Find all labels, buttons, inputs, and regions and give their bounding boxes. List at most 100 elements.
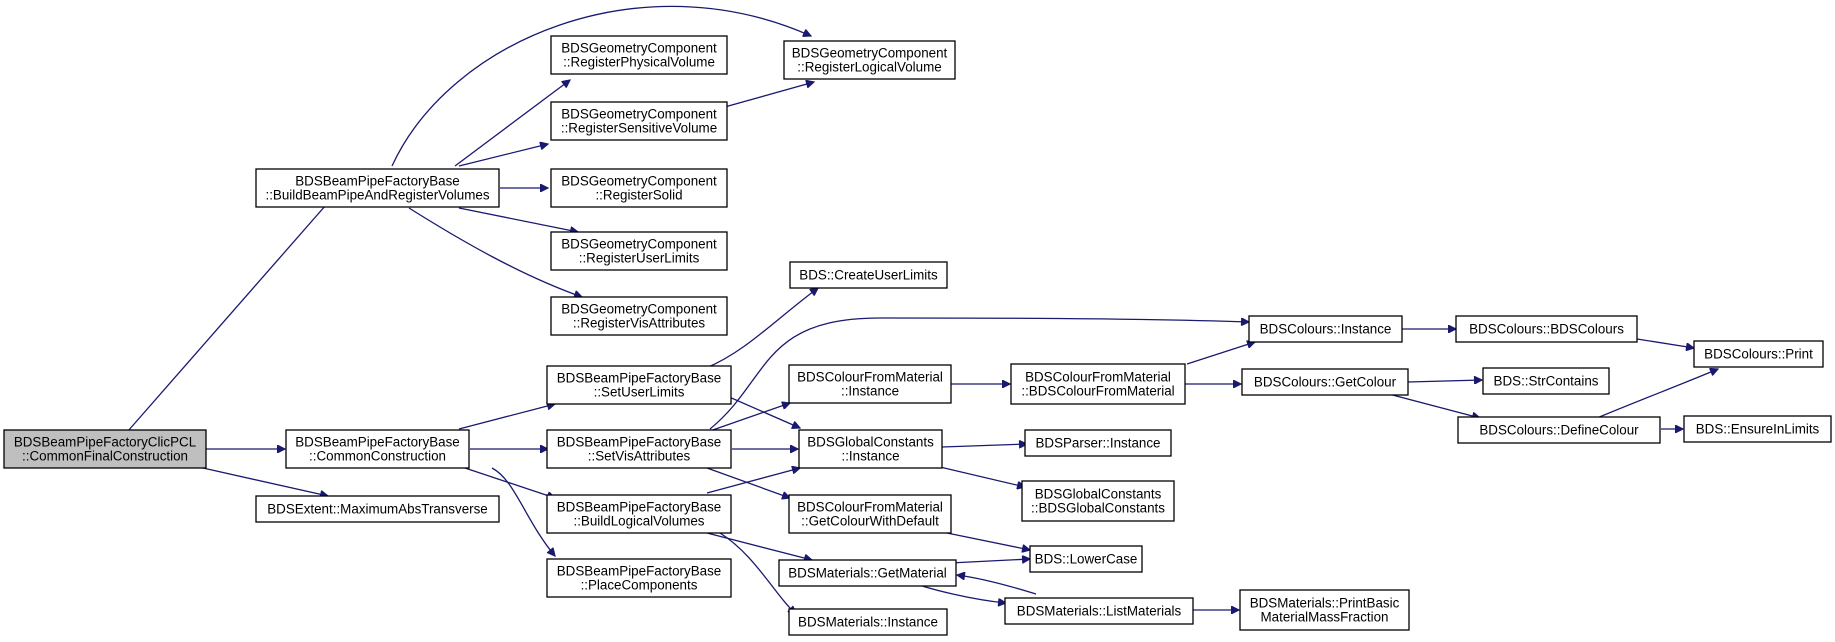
node-bds-ensureinlimits[interactable]: BDS::EnsureInLimits — [1683, 415, 1832, 443]
node-bdsmaterials-getmaterial[interactable]: BDSMaterials::GetMaterial — [778, 559, 957, 587]
edge-n12-n18 — [706, 532, 812, 560]
node-label-line: BDSParser::Instance — [1035, 436, 1160, 451]
node-registervisattributes[interactable]: BDSGeometryComponent::RegisterVisAttribu… — [550, 296, 728, 336]
node-label-line: BDSGlobalConstants — [1035, 487, 1162, 502]
node-label-line: BDSGeometryComponent — [561, 107, 717, 122]
edge-n12-n19 — [719, 532, 796, 614]
node-setvisattributes[interactable]: BDSBeamPipeFactoryBase::SetVisAttributes — [546, 429, 732, 469]
edge-n10-n14 — [705, 288, 818, 369]
node-label-line: BDSMaterials::Instance — [798, 615, 938, 630]
edge-n1-n4 — [454, 80, 570, 167]
node-commonconstruction[interactable]: BDSBeamPipeFactoryBase::CommonConstructi… — [285, 429, 470, 469]
node-bdscolourfrommaterial-instance[interactable]: BDSColourFromMaterial::Instance — [788, 364, 952, 404]
node-bdsglobalconstants-bdsglobalconstants[interactable]: BDSGlobalConstants::BDSGlobalConstants — [1021, 480, 1175, 522]
node-label-line: ::Instance — [841, 384, 899, 399]
node-label-line: BDSBeamPipeFactoryBase — [295, 174, 459, 189]
node-label-line: ::RegisterLogicalVolume — [797, 60, 941, 75]
edge-n0-n1 — [127, 173, 354, 432]
node-label-line: BDSMaterials::GetMaterial — [788, 566, 947, 581]
node-label-line: BDSBeamPipeFactoryBase — [557, 500, 721, 515]
edge-n28-n31 — [1636, 338, 1694, 348]
edge-n30-n31 — [1596, 369, 1718, 419]
node-bds-lowercase[interactable]: BDS::LowerCase — [1029, 545, 1143, 573]
edge-n26-n29 — [1407, 380, 1482, 382]
node-label-line: ::CommonConstruction — [309, 449, 446, 464]
node-label-line: BDSColours::Print — [1704, 347, 1813, 362]
node-label-line: ::BuildLogicalVolumes — [573, 514, 704, 529]
node-label-line: ::BuildBeamPipeAndRegisterVolumes — [265, 188, 489, 203]
node-label-line: BDSColourFromMaterial — [797, 370, 943, 385]
node-label-line: BDSBeamPipeFactoryBase — [557, 564, 721, 579]
node-bdsmaterials-printbasicmaterialmassfraction[interactable]: BDSMaterials::PrintBasicMaterialMassFrac… — [1239, 589, 1410, 631]
node-bds-strcontains[interactable]: BDS::StrContains — [1482, 367, 1610, 395]
edge-n24-n18 — [957, 575, 1037, 595]
node-label-line: ::RegisterPhysicalVolume — [563, 55, 715, 70]
edge-n1-n9 — [391, 5, 811, 167]
edge-n16-n22 — [939, 466, 1025, 487]
node-label-line: BDSExtent::MaximumAbsTransverse — [267, 502, 488, 517]
node-label-line: ::BDSGlobalConstants — [1031, 501, 1165, 516]
edge-n2-n10 — [458, 404, 555, 430]
edge-n1-n7 — [458, 207, 578, 232]
node-label-line: BDSColours::BDSColours — [1469, 322, 1624, 337]
node-bdsmaterials-listmaterials[interactable]: BDSMaterials::ListMaterials — [1004, 597, 1194, 625]
edge-n11-n25 — [709, 317, 1249, 430]
node-label-line: BDS::CreateUserLimits — [799, 268, 938, 283]
node-getcolourwithdefault[interactable]: BDSColourFromMaterial::GetColourWithDefa… — [788, 494, 952, 534]
node-label-line: BDSBeamPipeFactoryClicPCL — [14, 435, 196, 450]
node-bds-createuserlimits[interactable]: BDS::CreateUserLimits — [789, 261, 948, 289]
edge-n11-n17 — [706, 467, 790, 498]
node-bdsparser-instance[interactable]: BDSParser::Instance — [1024, 429, 1172, 457]
node-setuserlimits[interactable]: BDSBeamPipeFactoryBase::SetUserLimits — [546, 365, 732, 405]
node-bdsmaterials-instance[interactable]: BDSMaterials::Instance — [788, 608, 948, 636]
node-bdsglobalconstants-instance[interactable]: BDSGlobalConstants::Instance — [798, 429, 943, 469]
node-buildbeampipeandregistervolumes[interactable]: BDSBeamPipeFactoryBase::BuildBeamPipeAnd… — [255, 168, 500, 208]
node-placecomponents[interactable]: BDSBeamPipeFactoryBase::PlaceComponents — [546, 558, 732, 598]
node-bdscolours-bdscolours[interactable]: BDSColours::BDSColours — [1455, 315, 1638, 343]
edge-n16-n21 — [941, 444, 1027, 447]
node-label-line: ::SetVisAttributes — [588, 449, 691, 464]
edge-n11-n15 — [706, 403, 790, 433]
node-label-line: BDS::EnsureInLimits — [1696, 422, 1820, 437]
node-label-line: BDSColourFromMaterial — [1025, 370, 1171, 385]
edge-n1-n5 — [458, 144, 548, 167]
edge-n2-n13 — [491, 467, 555, 556]
node-label-line: ::RegisterSensitiveVolume — [561, 121, 717, 136]
node-label-line: ::RegisterSolid — [595, 188, 682, 203]
node-bdscolours-getcolour[interactable]: BDSColours::GetColour — [1241, 368, 1409, 396]
node-registersolid[interactable]: BDSGeometryComponent::RegisterSolid — [550, 168, 728, 208]
node-label-line: ::SetUserLimits — [594, 385, 685, 400]
edge-n26-n30 — [1384, 392, 1480, 418]
node-label-line: ::CommonFinalConstruction — [22, 449, 188, 464]
edge-n2-n12 — [464, 467, 555, 498]
node-bdscolourfrommaterial-bdscolourfrommaterial[interactable]: BDSColourFromMaterial::BDSColourFromMate… — [1010, 363, 1186, 405]
node-registersensitivevolume[interactable]: BDSGeometryComponent::RegisterSensitiveV… — [550, 101, 728, 141]
edge-n18-n23 — [949, 559, 1030, 564]
node-label-line: BDS::StrContains — [1494, 374, 1599, 389]
node-registeruserlimits[interactable]: BDSGeometryComponent::RegisterUserLimits — [550, 231, 728, 271]
node-label-line: BDSBeamPipeFactoryBase — [557, 435, 721, 450]
node-registerphysicalvolume[interactable]: BDSGeometryComponent::RegisterPhysicalVo… — [550, 35, 728, 75]
node-buildlogicalvolumes[interactable]: BDSBeamPipeFactoryBase::BuildLogicalVolu… — [546, 494, 732, 534]
node-label-line: BDSColours::Instance — [1260, 322, 1392, 337]
node-label-line: ::GetColourWithDefault — [801, 514, 939, 529]
node-bdscolours-definecolour[interactable]: BDSColours::DefineColour — [1457, 416, 1661, 444]
nodes: BDSBeamPipeFactoryClicPCL::CommonFinalCo… — [3, 35, 1832, 636]
node-label-line: BDSGeometryComponent — [561, 174, 717, 189]
node-label-line: BDSMaterials::PrintBasic — [1250, 596, 1400, 611]
node-label-line: BDSColours::DefineColour — [1479, 423, 1639, 438]
node-label-line: ::Instance — [841, 449, 899, 464]
node-label-line: BDSBeamPipeFactoryBase — [557, 371, 721, 386]
node-bdscolours-instance[interactable]: BDSColours::Instance — [1248, 315, 1403, 343]
edges — [127, 5, 1718, 614]
node-maximumabstransverse[interactable]: BDSExtent::MaximumAbsTransverse — [255, 495, 500, 523]
edge-n1-n8 — [408, 207, 582, 297]
node-registerlogicalvolume[interactable]: BDSGeometryComponent::RegisterLogicalVol… — [783, 40, 956, 80]
node-label-line: BDSColourFromMaterial — [797, 500, 943, 515]
node-label-line: ::RegisterUserLimits — [579, 251, 700, 266]
node-label-line: BDS::LowerCase — [1035, 552, 1138, 567]
node-label-line: BDSBeamPipeFactoryBase — [295, 435, 459, 450]
edge-n5-n9 — [713, 82, 814, 111]
node-bdscolours-print[interactable]: BDSColours::Print — [1693, 340, 1824, 368]
